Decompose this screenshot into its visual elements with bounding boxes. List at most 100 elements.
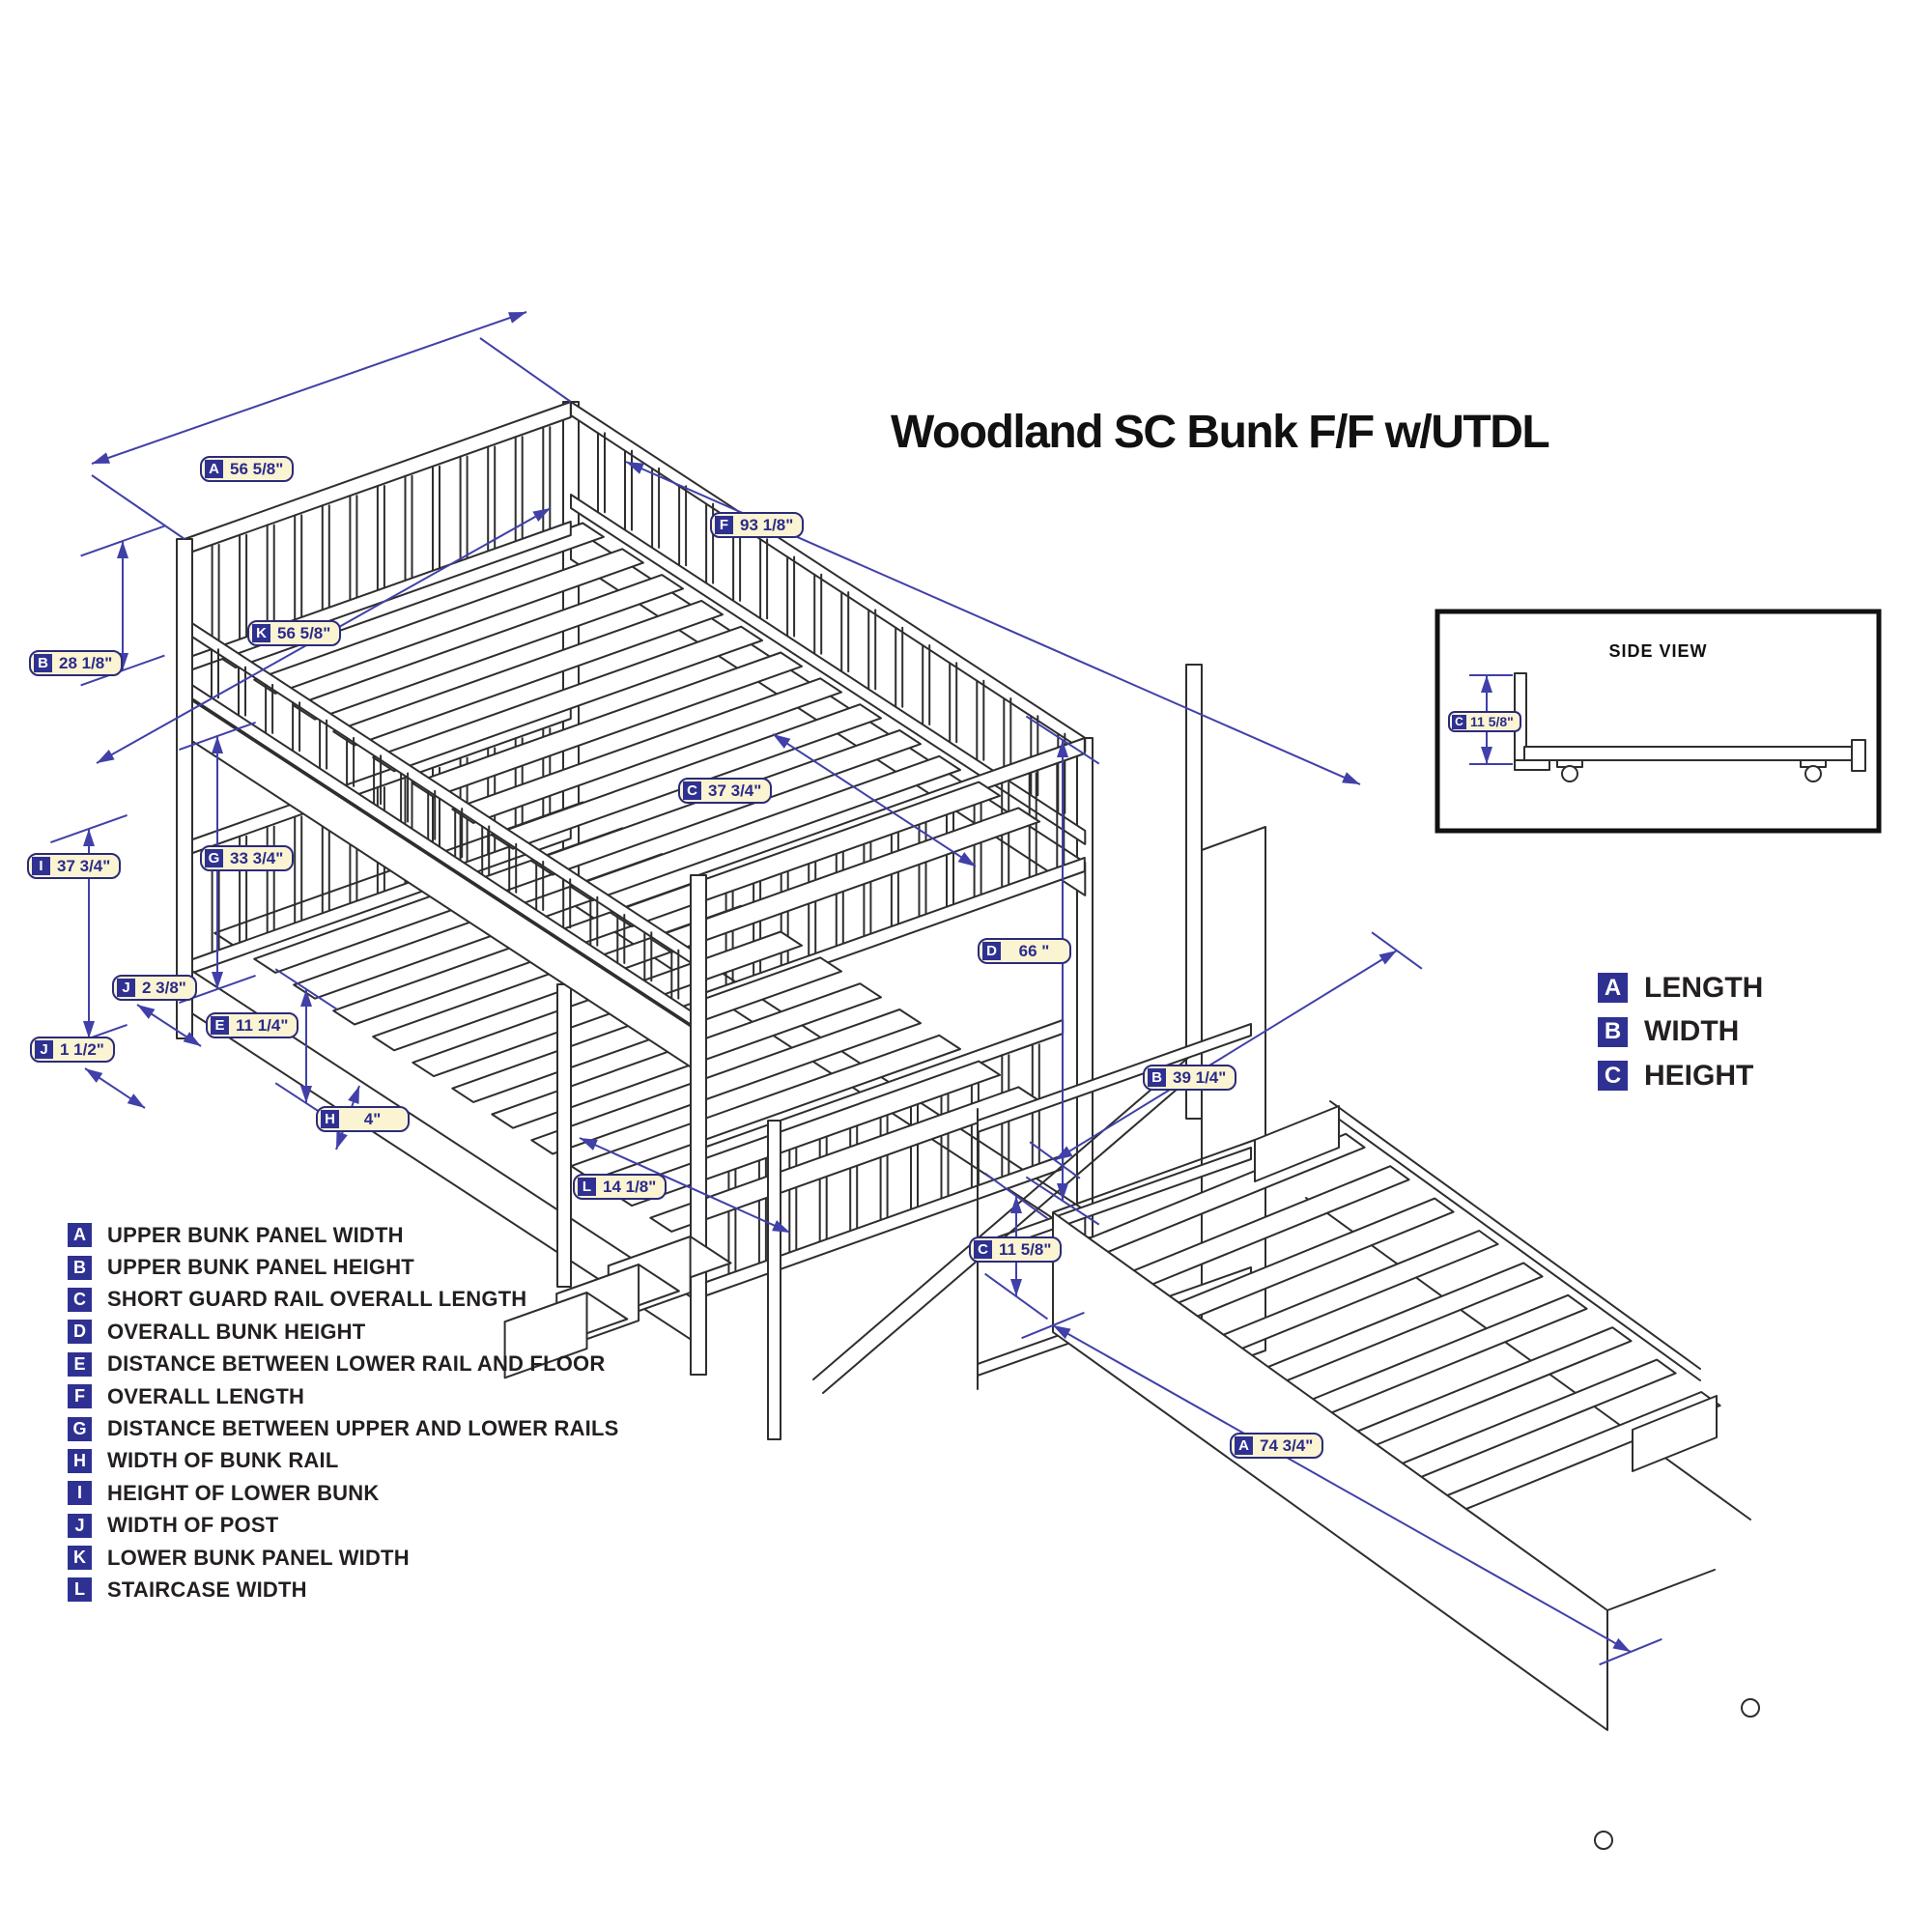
legend-row-B: B UPPER BUNK PANEL HEIGHT [68,1251,619,1283]
legend-letter-badge: K [68,1546,92,1571]
dim-value: 66 " [1018,941,1050,960]
legend-letter-badge: H [68,1448,92,1473]
dim-letter-badge: F [715,516,733,534]
dim-value: 11 1/4" [236,1015,289,1035]
dim-value: 14 1/8" [603,1177,657,1196]
dim-value: 56 5/8" [230,459,284,478]
legend-row-J: J WIDTH OF POST [68,1510,619,1542]
legend-letter-badge: B [68,1255,92,1280]
dim-value: 2 3/8" [142,978,186,997]
dim-label-main-G-5: G 33 3/4" [200,845,295,871]
legend-label: SHORT GUARD RAIL OVERALL LENGTH [107,1287,527,1312]
axis-letter-badge: A [1598,973,1628,1004]
dim-letter-badge: A [205,460,223,478]
dim-value: 37 3/4" [57,856,111,875]
dim-label-main-E-9: E 11 1/4" [206,1012,299,1038]
legend-label: OVERALL LENGTH [107,1383,305,1408]
dim-value: 11 5/8" [1470,714,1514,729]
legend-letter-badge: D [68,1320,92,1345]
page-title: Woodland SC Bunk F/F w/UTDL [891,407,1550,458]
dim-letter-badge: J [35,1040,53,1059]
dim-label-main-J-10: J 1 1/2" [30,1037,115,1063]
legend-letter-badge: E [68,1351,92,1377]
dim-letter-badge: G [205,849,223,867]
legend-label: LOWER BUNK PANEL WIDTH [107,1545,410,1570]
dim-label-main-B-2: B 28 1/8" [29,650,124,676]
axis-label: WIDTH [1644,1015,1740,1048]
dim-label-main-D-7: D 66 " [978,938,1071,964]
legend-letter-badge: C [68,1287,92,1312]
dim-letter-badge: C [1452,714,1466,729]
legend-letter-badge: F [68,1384,92,1409]
dim-letter-badge: E [211,1016,229,1035]
dim-label-main-I-6: I 37 3/4" [27,853,122,879]
axis-label: HEIGHT [1644,1059,1754,1092]
dim-value: 37 3/4" [708,781,762,800]
dim-value: 56 5/8" [277,623,331,642]
legend-row-K: K LOWER BUNK PANEL WIDTH [68,1542,619,1574]
legend-row-G: G DISTANCE BETWEEN UPPER AND LOWER RAILS [68,1412,619,1444]
legend-label: STAIRCASE WIDTH [107,1577,307,1602]
legend-letter-badge: J [68,1513,92,1538]
dim-letter-badge: H [321,1110,339,1128]
legend-label: UPPER BUNK PANEL HEIGHT [107,1255,414,1280]
dim-label-sideview-C-0: C 11 5/8" [1448,711,1521,732]
axis-legend: A LENGTH B WIDTH C HEIGHT [1598,966,1763,1098]
legend-row-A: A UPPER BUNK PANEL WIDTH [68,1219,619,1251]
legend-row-L: L STAIRCASE WIDTH [68,1574,619,1605]
dim-value: 4" [363,1109,382,1128]
axis-letter-badge: C [1598,1061,1628,1092]
axis-legend-row-A: A LENGTH [1598,966,1763,1010]
legend-row-D: D OVERALL BUNK HEIGHT [68,1316,619,1348]
axis-legend-row-B: B WIDTH [1598,1010,1763,1055]
dim-label-main-A-0: A 56 5/8" [200,456,295,482]
dim-value: 11 5/8" [999,1239,1052,1259]
dim-label-main-C-4: C 37 3/4" [678,778,773,804]
legend-label: WIDTH OF POST [107,1513,279,1538]
dim-label-main-L-12: L 14 1/8" [573,1174,668,1200]
side-view-title: SIDE VIEW [1608,641,1708,661]
legend-letter-badge: L [68,1577,92,1603]
dim-letter-badge: K [252,624,270,642]
axis-label: LENGTH [1644,971,1764,1004]
legend-row-F: F OVERALL LENGTH [68,1380,619,1412]
axis-legend-row-C: C HEIGHT [1598,1054,1763,1098]
dim-label-main-F-1: F 93 1/8" [710,512,805,538]
dim-value: 33 3/4" [230,848,284,867]
dim-value: 28 1/8" [59,653,113,672]
legend-letter-badge: G [68,1416,92,1441]
dim-value: 39 1/4" [1173,1067,1227,1087]
legend-row-I: I HEIGHT OF LOWER BUNK [68,1477,619,1509]
dim-value: 93 1/8" [740,515,794,534]
legend-label: UPPER BUNK PANEL WIDTH [107,1222,404,1247]
dim-letter-badge: L [578,1178,596,1196]
dim-label-main-H-11: H 4" [316,1106,410,1132]
dim-letter-badge: B [34,654,52,672]
dim-letter-badge: J [117,979,135,997]
legend-row-H: H WIDTH OF BUNK RAIL [68,1445,619,1477]
dim-label-main-K-3: K 56 5/8" [247,620,342,646]
legend-label: DISTANCE BETWEEN LOWER RAIL AND FLOOR [107,1351,606,1377]
dim-value: 1 1/2" [60,1039,104,1059]
legend-letter-badge: I [68,1481,92,1506]
dim-letter-badge: B [1148,1068,1166,1087]
legend-label: OVERALL BUNK HEIGHT [107,1319,366,1344]
legend-label: DISTANCE BETWEEN UPPER AND LOWER RAILS [107,1416,619,1441]
dim-letter-badge: C [974,1240,992,1259]
dim-label-main-J-8: J 2 3/8" [112,975,197,1001]
dim-label-trundle-C-1: C 11 5/8" [969,1236,1063,1263]
dim-letter-badge: A [1235,1436,1253,1455]
axis-letter-badge: B [1598,1016,1628,1047]
dim-label-trundle-B-0: B 39 1/4" [1143,1065,1237,1091]
legend-row-E: E DISTANCE BETWEEN LOWER RAIL AND FLOOR [68,1349,619,1380]
dimension-legend: A UPPER BUNK PANEL WIDTH B UPPER BUNK PANEL… [68,1219,619,1606]
dim-value: 74 3/4" [1260,1435,1314,1455]
legend-label: WIDTH OF BUNK RAIL [107,1448,339,1473]
dim-letter-badge: D [982,942,1001,960]
dim-label-trundle-A-2: A 74 3/4" [1230,1433,1324,1459]
legend-row-C: C SHORT GUARD RAIL OVERALL LENGTH [68,1284,619,1316]
dim-letter-badge: C [683,781,701,800]
dim-letter-badge: I [32,857,50,875]
legend-label: HEIGHT OF LOWER BUNK [107,1480,380,1505]
legend-letter-badge: A [68,1223,92,1248]
